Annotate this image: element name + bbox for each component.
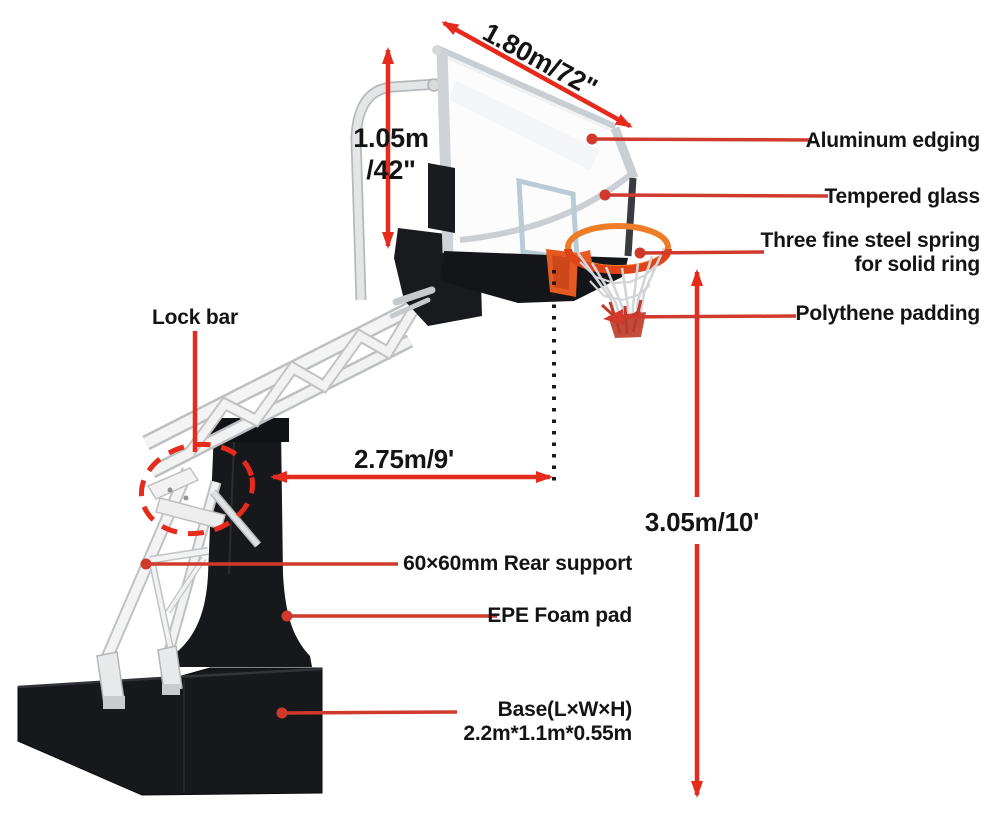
left-mount-bracket [428, 163, 455, 233]
foot-pad [103, 696, 125, 709]
rim-front [564, 248, 672, 274]
aluminum-edging-text: Aluminum edging [805, 129, 981, 152]
dimension-arrow-backboard-width [441, 21, 633, 128]
callout-steel-spring: Three fine steel spring for solid ring [760, 229, 981, 277]
callout-aluminum-edging: Aluminum edging [805, 128, 981, 154]
steel-spring-text-line2: for solid ring [854, 253, 980, 276]
polythene-padding-text: Polythene padding [795, 302, 981, 325]
epe-foam-pad-text: EPE Foam pad [487, 604, 632, 627]
callout-rear-support: 60×60mm Rear support [403, 551, 632, 577]
backboard-height-value-m: 1.05m [353, 123, 429, 153]
dimension-label-overhang: 2.75m/9' [304, 444, 504, 474]
tempered-glass-text: Tempered glass [824, 185, 980, 208]
callout-base-size: Base(L×W×H) 2.2m*1.1m*0.55m [463, 698, 632, 746]
rim-height-value: 3.05m/10' [644, 507, 760, 537]
backboard-height-value-in: /42" [366, 155, 416, 185]
dimension-label-rim-height: 3.05m/10' [602, 507, 802, 537]
frame-right-edge [624, 177, 637, 257]
dimension-label-backboard-height: 1.05m /42" [301, 122, 481, 186]
base-size-text-line2: 2.2m*1.1m*0.55m [463, 722, 632, 745]
lock-bar-joint [146, 467, 262, 548]
callout-leaders [140, 133, 829, 719]
overhang-value: 2.75m/9' [354, 444, 454, 474]
board-support-tube [459, 172, 632, 243]
foot-pad [162, 684, 180, 695]
callout-lock-bar: Lock bar [152, 305, 238, 331]
callout-tempered-glass: Tempered glass [824, 184, 980, 210]
rear-support-text: 60×60mm Rear support [403, 552, 632, 575]
truss-foot [157, 645, 183, 693]
base-size-text-line1: Base(L×W×H) [497, 698, 633, 721]
steel-spring-text-line1: Three fine steel spring [760, 229, 981, 252]
callout-polythene-padding: Polythene padding [795, 301, 981, 327]
polythene-arrowhead [603, 309, 624, 325]
lock-bar-text: Lock bar [152, 306, 238, 329]
aluminum-frame-corner [610, 126, 639, 180]
lock-bar-highlight-circle [138, 441, 256, 537]
callout-epe-foam-pad: EPE Foam pad [487, 603, 632, 629]
